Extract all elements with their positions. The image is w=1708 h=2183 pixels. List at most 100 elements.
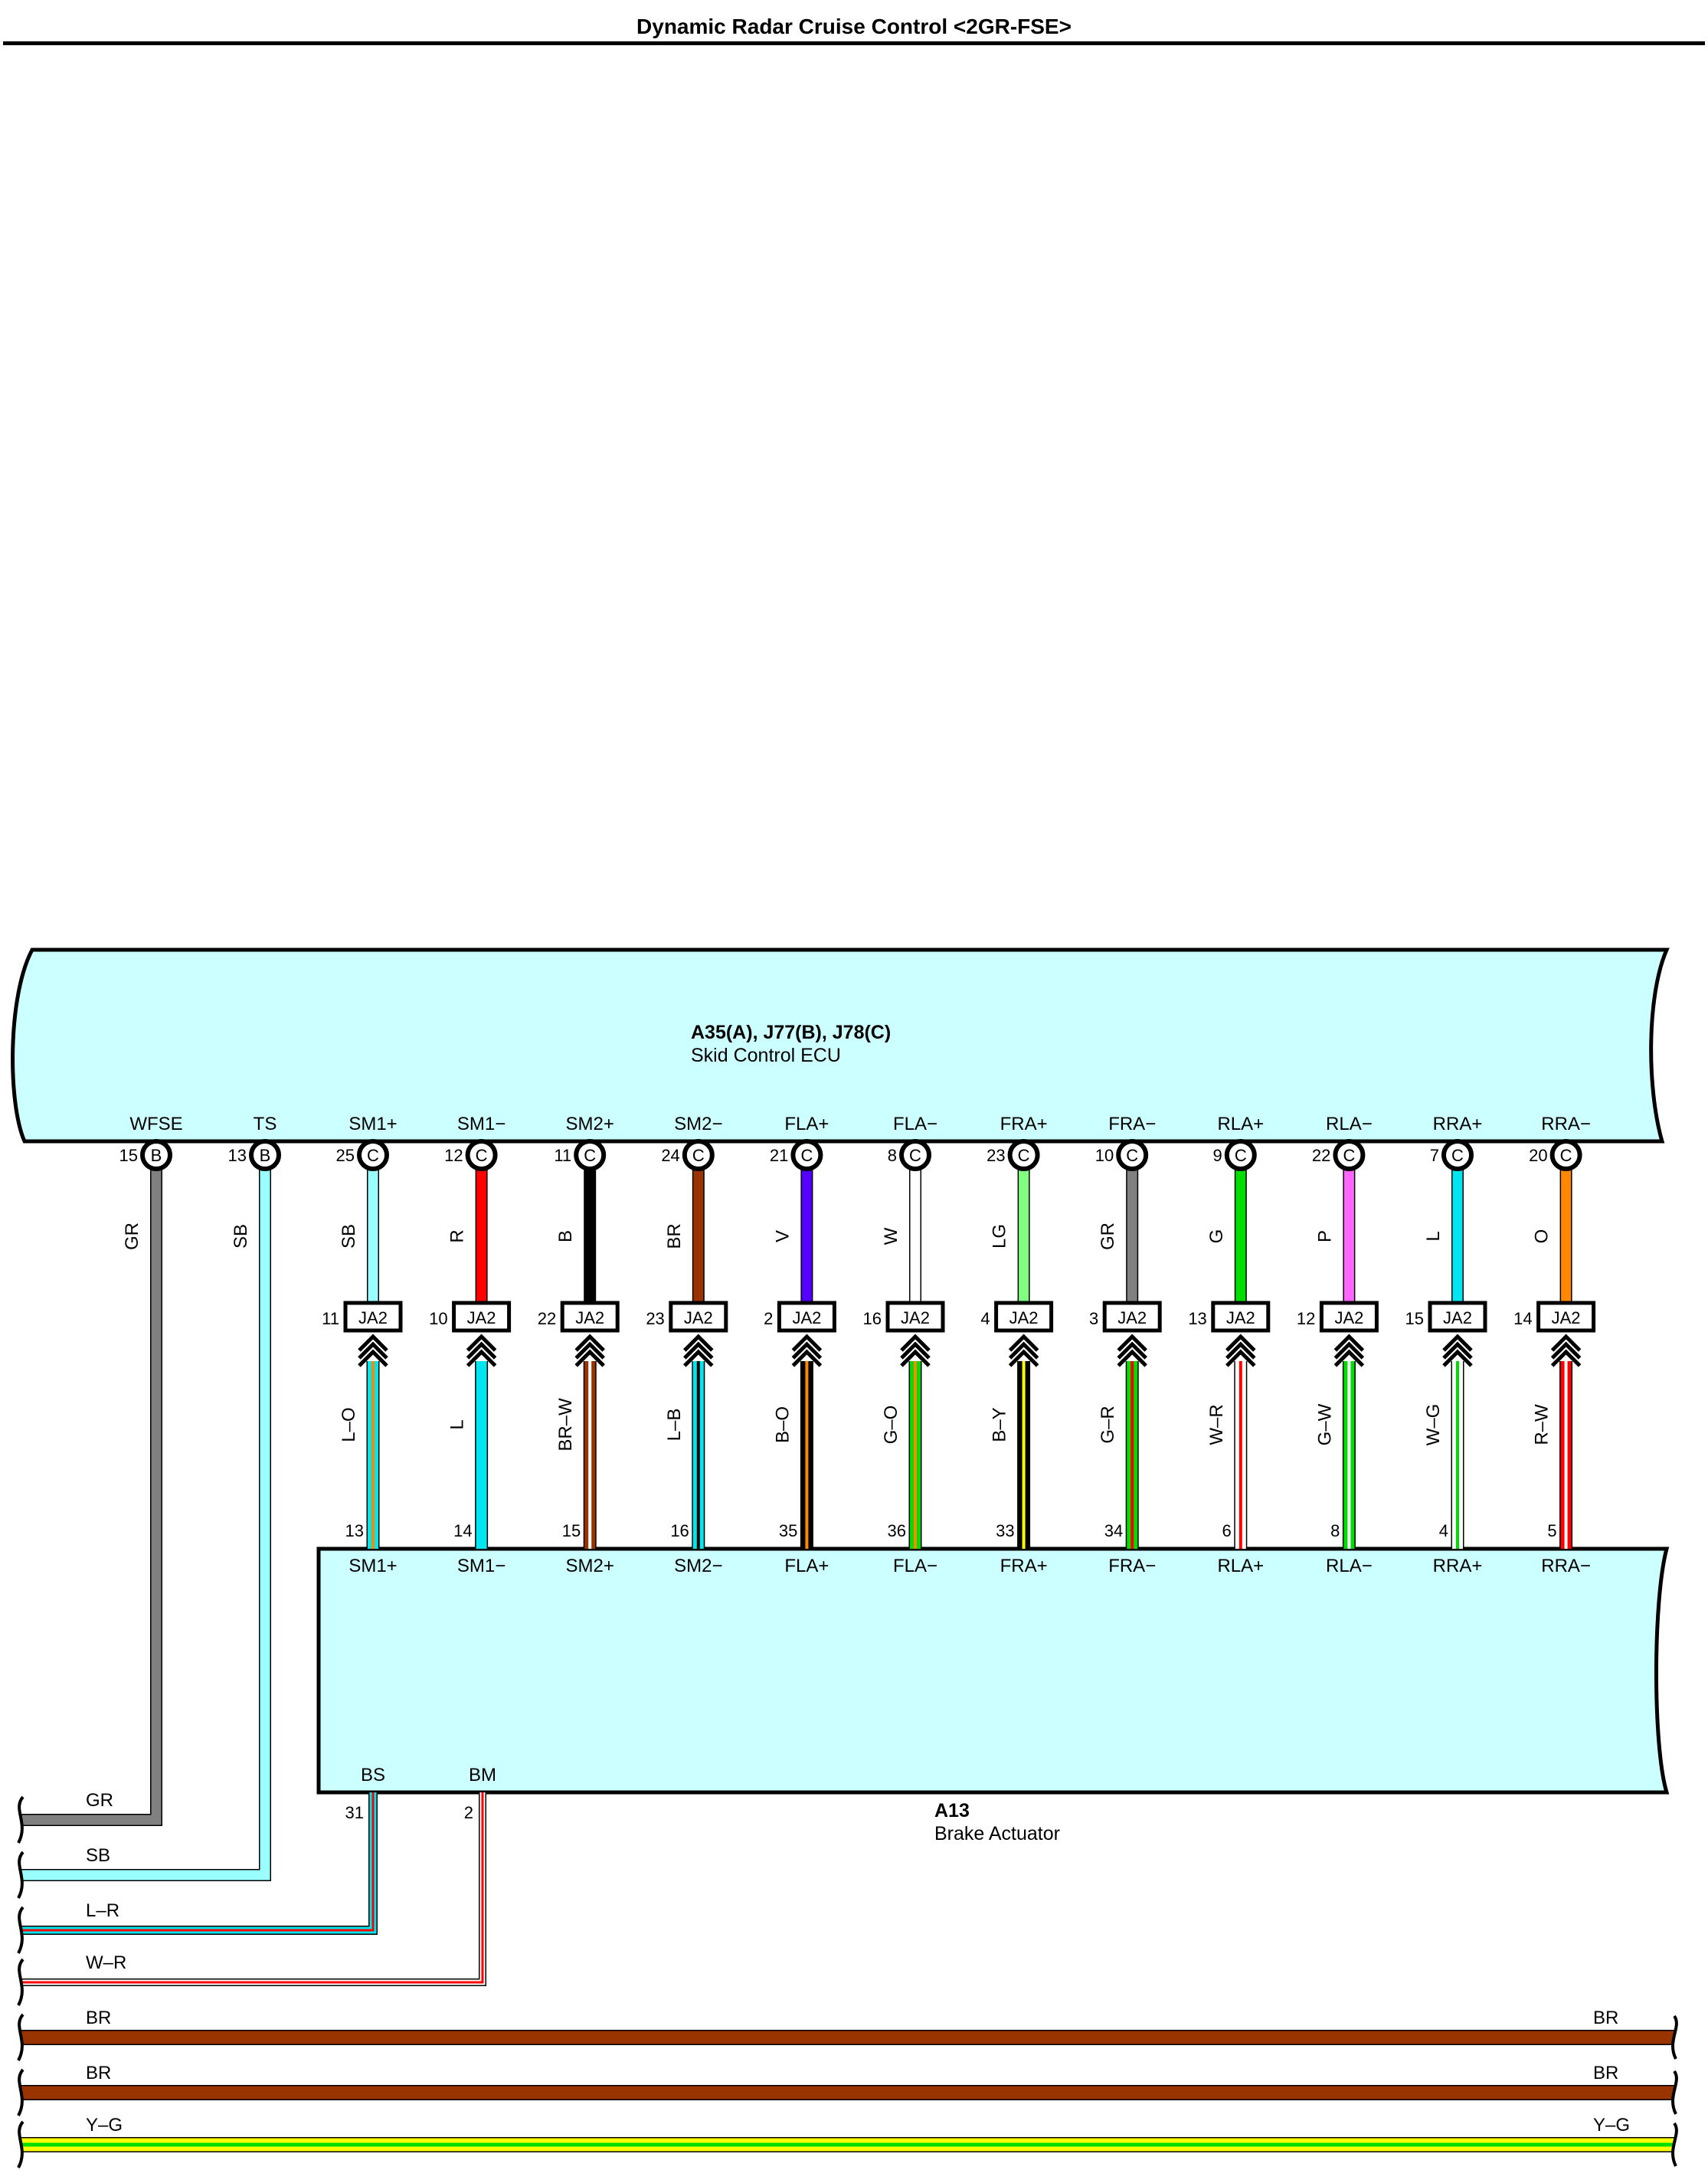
ecu-pin-connector: C	[465, 1139, 498, 1171]
wire-break-icon	[1671, 2014, 1678, 2060]
chevron-icon	[466, 1334, 497, 1367]
ecu-pin-connector: C	[574, 1139, 607, 1171]
ecu-pin-number: 22	[1312, 1146, 1330, 1165]
junction-pin-number: 10	[429, 1309, 447, 1328]
connector-letter: C	[1451, 1146, 1464, 1165]
chevron-icon	[574, 1334, 605, 1367]
actuator-signal-label: RRA+	[1433, 1556, 1483, 1576]
junction-pin-number: 11	[322, 1309, 339, 1328]
actuator-pin-number: 2	[464, 1803, 473, 1822]
ecu-signal-label: FLA−	[893, 1114, 937, 1134]
ecu-pin-number: 10	[1095, 1146, 1114, 1165]
junction-label: JA2	[792, 1308, 821, 1327]
junction-label: JA2	[901, 1308, 930, 1327]
chevron-icon	[1550, 1334, 1582, 1367]
connector-letter: C	[584, 1146, 596, 1165]
through-wire-right-label: BR	[1593, 2008, 1618, 2028]
wire-break-icon	[17, 2013, 25, 2061]
upper-wire	[1451, 1167, 1464, 1303]
ecu-pin-number: 13	[228, 1146, 247, 1165]
junction-pin-number: 4	[980, 1309, 990, 1328]
title-rule	[3, 41, 1705, 45]
left-wire-break-group	[17, 1795, 25, 2168]
actuator-pin-number: 16	[670, 1521, 689, 1540]
junction-connector: JA2	[885, 1301, 945, 1333]
ecu-pin-number: 9	[1213, 1146, 1222, 1165]
side-wire-end-label: GR	[86, 1790, 113, 1811]
chevron-icon	[1008, 1334, 1039, 1367]
actuator-wire-end-label: W–R	[86, 1952, 126, 1973]
actuator-signal-label: FRA−	[1108, 1556, 1156, 1576]
side-wire-color-label: SB	[231, 1224, 251, 1249]
wire-break-icon	[17, 1795, 25, 1844]
ecu-pin-connector: C	[1007, 1139, 1040, 1171]
junction-connector: JA2	[1102, 1301, 1162, 1333]
chevron-icon	[358, 1334, 388, 1367]
connector-letter: C	[692, 1146, 705, 1165]
lower-wire-color-label: B–O	[772, 1406, 793, 1443]
actuator-signal-label: SM2+	[566, 1556, 614, 1576]
actuator-pin-number: 34	[1104, 1521, 1123, 1540]
junction-connector: JA2	[1211, 1301, 1271, 1333]
ecu-pin-connector: C	[1224, 1139, 1257, 1171]
chevron-icon	[1442, 1334, 1473, 1367]
junction-pin-number: 22	[538, 1309, 556, 1328]
actuator-signal-label: SM1−	[457, 1556, 506, 1576]
ecu-pin-connector: C	[1116, 1139, 1149, 1171]
ecu-pin-number: 7	[1430, 1146, 1439, 1165]
side-wire-end-label: SB	[86, 1845, 110, 1866]
actuator-wire	[21, 1792, 486, 1986]
junction-connector: JA2	[777, 1301, 836, 1333]
through-wire-right-label: Y–G	[1593, 2115, 1630, 2136]
actuator-pin-number: 15	[562, 1521, 581, 1540]
actuator-signal-label: SM1+	[348, 1556, 397, 1576]
connector-letter: C	[1343, 1146, 1355, 1165]
wire-break-icon	[17, 1906, 25, 1954]
ecu-name: Skid Control ECU	[691, 1045, 841, 1066]
wire-break-icon	[17, 1851, 25, 1899]
junction-connector: JA2	[1319, 1301, 1379, 1333]
ecu-signal-label: RRA+	[1433, 1114, 1483, 1134]
ecu-pin-number: 11	[554, 1146, 571, 1165]
actuator-signal-label: SM2−	[674, 1556, 722, 1576]
ecu-signal-label: FRA+	[1000, 1114, 1048, 1134]
actuator-pin-number: 31	[345, 1803, 364, 1822]
junction-connector: JA2	[669, 1301, 728, 1333]
through-wire-left-label: BR	[86, 2063, 111, 2083]
upper-wire-color-label: L	[1423, 1231, 1444, 1241]
junction-pin-number: 2	[764, 1309, 773, 1328]
upper-wire-color-label: P	[1314, 1230, 1335, 1242]
ecu-signal-label: FLA+	[784, 1114, 829, 1134]
lower-wire-color-label: W–R	[1206, 1404, 1227, 1445]
actuator-wire-end-label: L–R	[86, 1900, 119, 1921]
upper-wire-color-label: GR	[1098, 1222, 1118, 1250]
upper-wire	[1559, 1167, 1572, 1303]
connector-letter: C	[800, 1146, 813, 1165]
junction-label: JA2	[1552, 1308, 1581, 1327]
upper-wire	[800, 1167, 813, 1303]
ecu-signal-label: WFSE	[129, 1114, 182, 1134]
junction-pin-number: 14	[1513, 1309, 1532, 1328]
actuator-name: Brake Actuator	[934, 1823, 1060, 1844]
connector-letter: C	[367, 1146, 379, 1165]
ecu-pin-number: 24	[661, 1146, 679, 1165]
ecu-pin-number: 8	[888, 1146, 897, 1165]
actuator-signal-label: RLA+	[1217, 1556, 1264, 1576]
page-title: Dynamic Radar Cruise Control <2GR-FSE>	[636, 15, 1072, 38]
junction-label: JA2	[684, 1308, 713, 1327]
ecu-signal-label: RLA+	[1217, 1114, 1264, 1134]
lower-wire	[1559, 1361, 1573, 1549]
upper-wire	[1343, 1167, 1356, 1303]
